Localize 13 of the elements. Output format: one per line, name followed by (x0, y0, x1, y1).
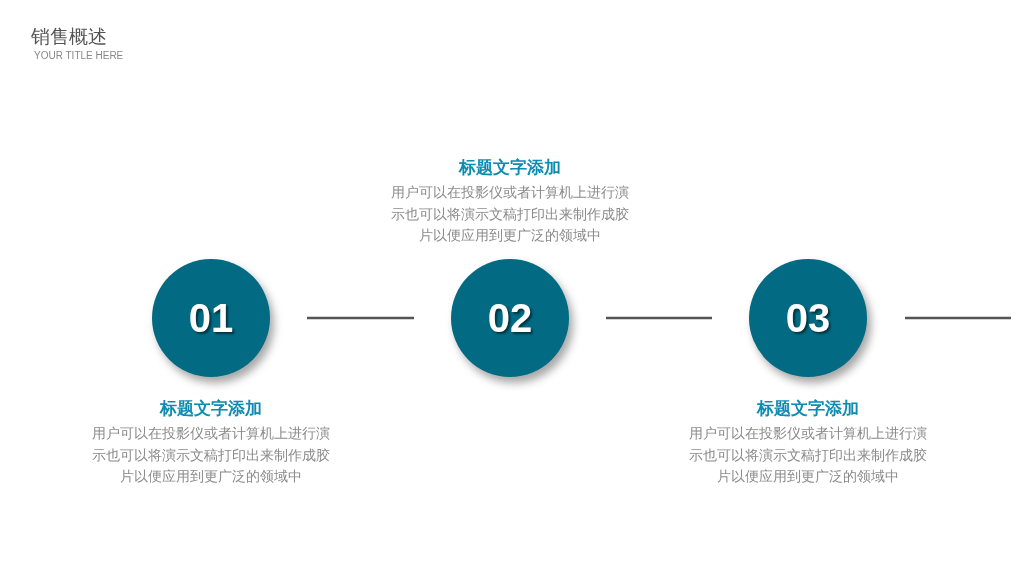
step-description: 用户可以在投影仪或者计算机上进行演示也可以将演示文稿打印出来制作成胶片以便应用到更广泛的领域中 (688, 424, 928, 486)
connector-line (307, 316, 414, 320)
step-number: 01 (188, 295, 234, 341)
step-description: 用户可以在投影仪或者计算机上进行演示也可以将演示文稿打印出来制作成胶片以便应用到更广泛的领域中 (91, 424, 331, 486)
step-heading: 标题文字添加 (755, 397, 860, 419)
slide-subtitle: YOUR TITLE HERE (34, 50, 124, 61)
step-number: 02 (487, 295, 533, 341)
step-heading: 标题文字添加 (457, 156, 562, 178)
slide-title: 销售概述 (31, 24, 107, 49)
step-number: 03 (785, 295, 831, 341)
step-description: 用户可以在投影仪或者计算机上进行演示也可以将演示文稿打印出来制作成胶片以便应用到更广泛的领域中 (390, 183, 630, 245)
connector-line (606, 316, 712, 320)
step-heading: 标题文字添加 (158, 397, 263, 419)
